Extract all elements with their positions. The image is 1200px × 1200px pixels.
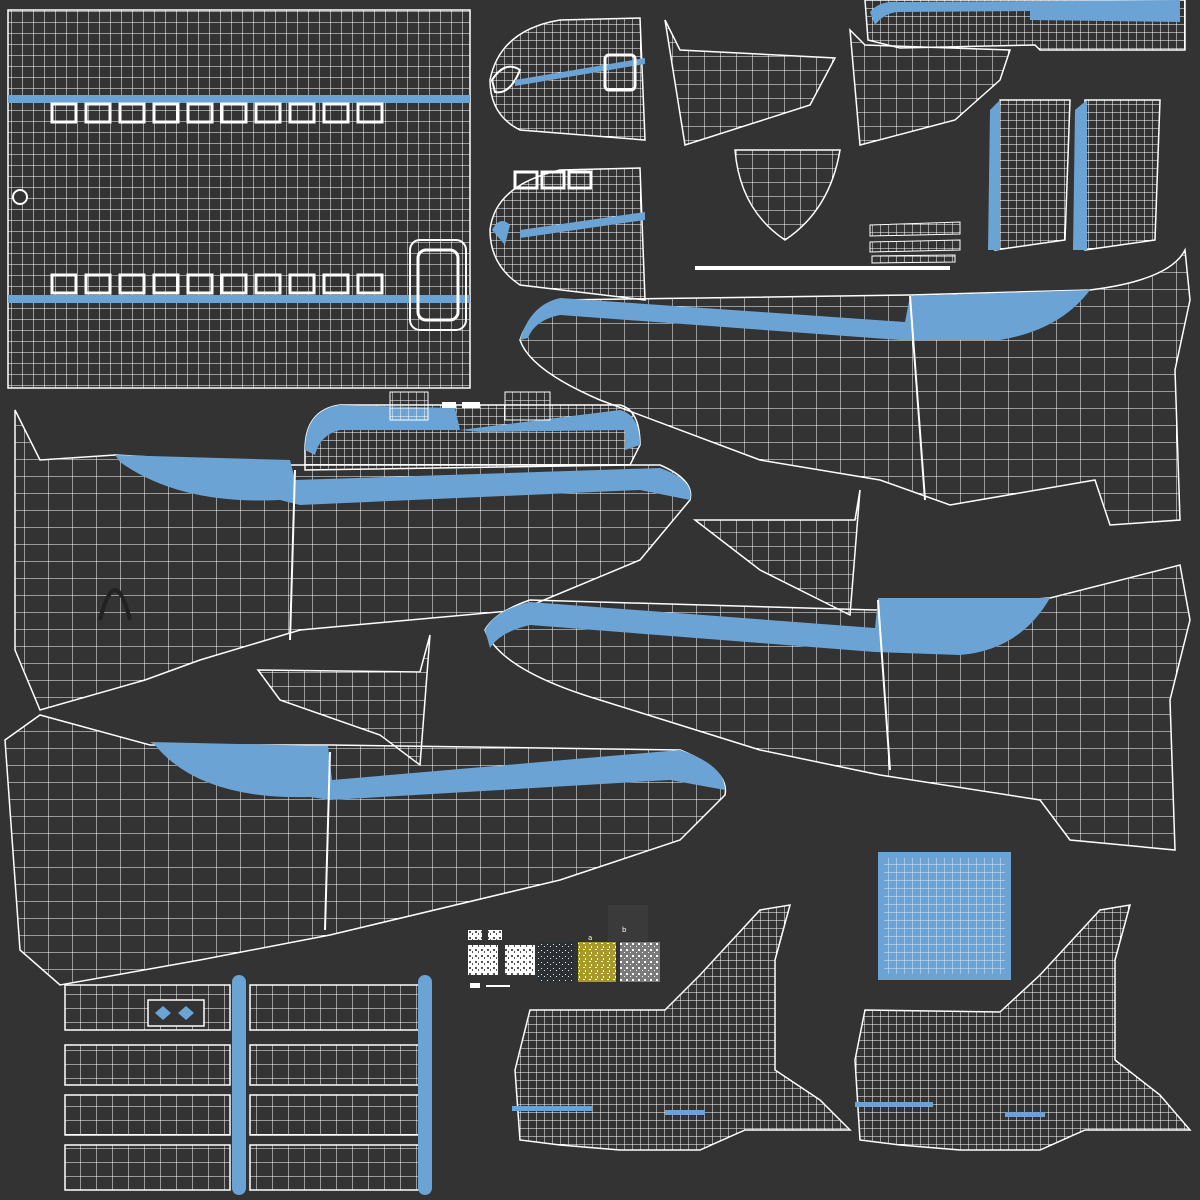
texture-swatches: a b xyxy=(468,905,660,988)
uv-island-fuselage-main xyxy=(7,9,471,389)
uv-island-nose-lower xyxy=(489,167,646,301)
uv-island-tail-right xyxy=(854,904,1192,1151)
uv-island-struts xyxy=(695,221,961,270)
uv-island-blue-tile xyxy=(878,852,1011,980)
uv-island-wing-strip-top xyxy=(864,0,1186,51)
uv-island-tail-left xyxy=(512,904,852,1151)
swatch-label-b: b xyxy=(622,926,627,934)
uv-island-wing-lower-right xyxy=(484,564,1191,851)
uv-island-nose-upper xyxy=(489,17,646,141)
uv-island-nacelle-left xyxy=(988,99,1071,251)
uv-island-wing-upper-right xyxy=(519,247,1191,526)
uv-island-nacelle-right xyxy=(1073,99,1161,251)
uv-island-fin-panel-1 xyxy=(664,19,837,146)
swatch-label-a: a xyxy=(588,934,592,942)
uv-island-fin-panel-2 xyxy=(849,28,1012,146)
uv-island-tail-cone xyxy=(734,149,841,241)
uv-island-wing-mid-left xyxy=(14,409,692,711)
uv-island-center-bar xyxy=(304,391,641,471)
uv-island-wing-lower-left xyxy=(4,714,727,986)
uv-island-gear-doors xyxy=(64,975,432,1195)
